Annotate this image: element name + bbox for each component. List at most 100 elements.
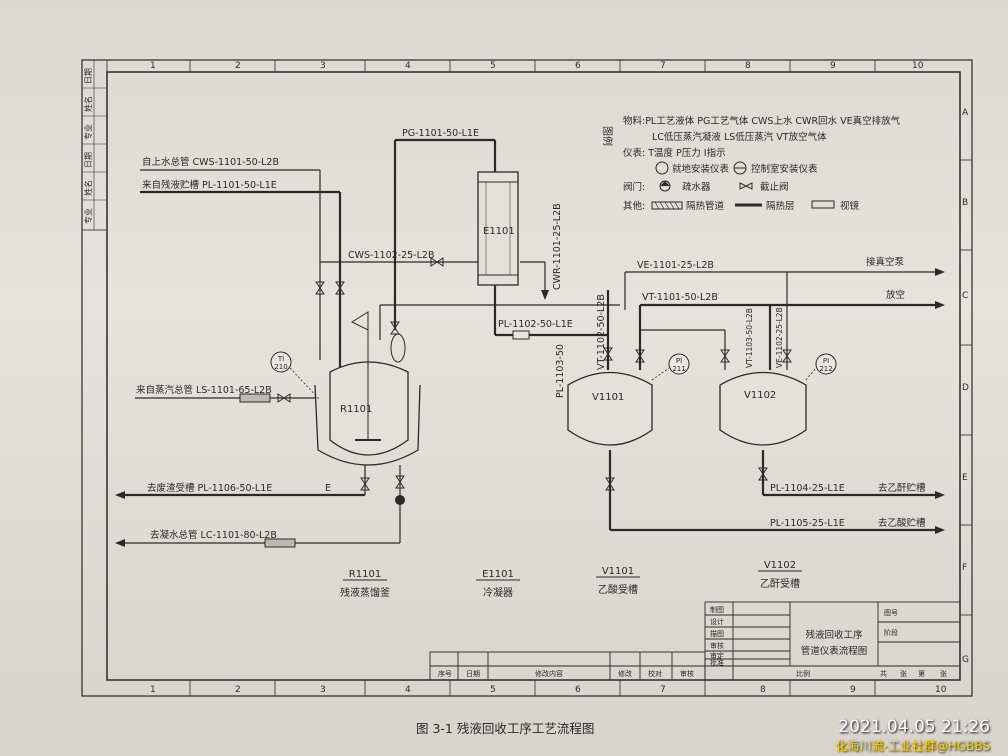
grid-top-6: 6 (575, 61, 581, 71)
steam-trap (395, 495, 405, 505)
sight-glass-icon (811, 200, 835, 209)
tb-mid-3: 修改内容 (535, 669, 563, 678)
title-block (429, 601, 961, 681)
globe-valve-icon (739, 182, 753, 190)
legend-insulated-pipe: 隔热管道 (686, 200, 725, 212)
grid-top-1: 1 (150, 61, 156, 71)
grid-side-g: G (962, 655, 969, 665)
r1101-tag: R1101 (340, 404, 372, 415)
label-vt1102: VT-1102-50-L2B (596, 294, 607, 370)
tb-mid-5: 校对 (648, 669, 662, 678)
grid-side-f: F (962, 563, 967, 573)
label-ve1102: VE-1102-25-L2B (775, 307, 784, 368)
legend-insulation: 隔热层 (766, 200, 795, 212)
side-label-1: 日期 (84, 68, 93, 84)
tb-row-3: 描图 (710, 629, 724, 638)
legend-line-2: LC低压蒸汽凝液 LS低压蒸汽 VT放空气体 (652, 131, 827, 143)
list-tag-v1102: V1102 (764, 560, 796, 571)
grid-bottom-3: 3 (320, 685, 326, 695)
e1101-tag: E1101 (483, 226, 515, 237)
list-name-v1101: 乙酸受槽 (598, 583, 638, 596)
legend-line-3: 仪表: T温度 P压力 I指示 (623, 147, 726, 159)
grid-top-5: 5 (490, 61, 496, 71)
label-pl1103: PL-1103-50 (555, 344, 566, 398)
tb-row-2: 设计 (710, 617, 724, 626)
legend-line-1: 物料:PL工艺液体 PG工艺气体 CWS上水 CWR回水 VE真空排放气 (623, 115, 901, 127)
photo-stamp: 2021.04.05 21:26 化海川流-工业社群@HGBBS (835, 717, 990, 754)
grid-top-4: 4 (405, 61, 411, 71)
grid-bottom-7: 7 (660, 685, 666, 695)
tb-row-1: 制图 (710, 605, 724, 614)
lc-insulated-segment (264, 538, 296, 548)
ti-label: TI (277, 355, 284, 363)
list-tag-e1101: E1101 (482, 569, 514, 580)
legend-other-label: 其他: (623, 200, 645, 212)
label-vt: VT-1101-50-L2B (642, 292, 718, 303)
v1102-tag: V1102 (744, 390, 776, 401)
reactor-r1101: R1101 (314, 311, 421, 466)
condenser-e1101: E1101 (477, 171, 519, 286)
ti-210-icon (270, 351, 292, 373)
tb-row-5: 审定 (710, 651, 724, 660)
grid-top-2: 2 (235, 61, 241, 71)
label-pl1105: PL-1105-25-L1E (770, 518, 845, 529)
grid-bottom-8: 8 (760, 685, 766, 695)
tb-bottom-5: 张 (940, 669, 947, 678)
v1101-tag: V1101 (592, 392, 624, 403)
photo-datetime: 2021.04.05 21:26 (838, 717, 990, 737)
grid-bottom-2: 2 (235, 685, 241, 695)
local-instrument-icon (655, 161, 669, 175)
legend-title: 图例 (601, 126, 614, 146)
ls-insulated-segment (239, 393, 271, 403)
side-label-3: 专业 (83, 124, 93, 140)
label-cwr: CWR-1101-25-L2B (552, 203, 563, 290)
pi1-label: PI (676, 357, 682, 365)
tb-title-2: 管道仪表流程图 (801, 645, 868, 657)
tb-bottom-1: 比例 (796, 669, 810, 678)
legend-line-5: 控制室安装仪表 (751, 163, 818, 175)
legend: 图例 物料:PL工艺液体 PG工艺气体 CWS上水 CWR回水 VE真空排放气 … (601, 115, 901, 212)
label-pg: PG-1101-50-L1E (402, 128, 479, 139)
tb-bottom-2: 共 (880, 669, 887, 678)
label-vt1103: VT-1103-50-L2B (745, 308, 754, 368)
legend-line-4: 就地安装仪表 (672, 163, 730, 175)
tb-mid-1: 序号 (438, 669, 452, 678)
grid-top-8: 8 (745, 61, 751, 71)
tb-mid-4: 修改 (618, 669, 632, 678)
vessel-v1101: V1101 (567, 371, 653, 446)
grid-side-d: D (962, 383, 969, 393)
side-label-4: 日期 (84, 152, 93, 168)
label-cws-main: 自上水总管 CWS-1101-50-L2B (142, 156, 279, 168)
vessel-v1102: V1102 (719, 371, 807, 446)
grid-bottom-10: 10 (935, 685, 947, 695)
label-pl1102: PL-1102-50-L1E (498, 319, 573, 330)
grid-side-b: B (962, 198, 968, 208)
list-tag-v1101: V1101 (602, 566, 634, 577)
grid-top-3: 3 (320, 61, 326, 71)
insulated-pipe-icon (651, 201, 683, 210)
tb-row-4: 审核 (710, 641, 724, 650)
side-label-2: 姓名 (83, 96, 93, 112)
label-ve: VE-1101-25-L2B (637, 260, 714, 271)
tb-mid-6: 审核 (680, 669, 694, 678)
label-cws2: CWS-1102-25-L2B (348, 250, 434, 261)
label-ve-to: 接真空泵 (866, 256, 905, 268)
ti-number: 210 (274, 363, 287, 371)
grid-bottom-6: 6 (575, 685, 581, 695)
grid-top-7: 7 (660, 61, 666, 71)
grid-bottom-1: 1 (150, 685, 156, 695)
list-tag-r1101: R1101 (349, 569, 381, 580)
label-pl-in: 来自残液贮槽 PL-1101-50-L1E (142, 179, 277, 191)
grid-side-e: E (962, 473, 968, 483)
legend-globe-valve: 截止阀 (760, 181, 789, 193)
tb-title-1: 残液回收工序 (805, 629, 863, 641)
tb-right-1: 图号 (884, 609, 898, 617)
list-name-r1101: 残液蒸馏釜 (340, 586, 390, 599)
grid-bottom-9: 9 (850, 685, 856, 695)
tb-right-2: 阶段 (884, 628, 898, 637)
label-waste: 去废渣受槽 PL-1106-50-L1E (147, 482, 272, 494)
label-waste-e: E (325, 483, 331, 494)
watermark: 化海川流-工业社群@HGBBS (835, 739, 990, 753)
